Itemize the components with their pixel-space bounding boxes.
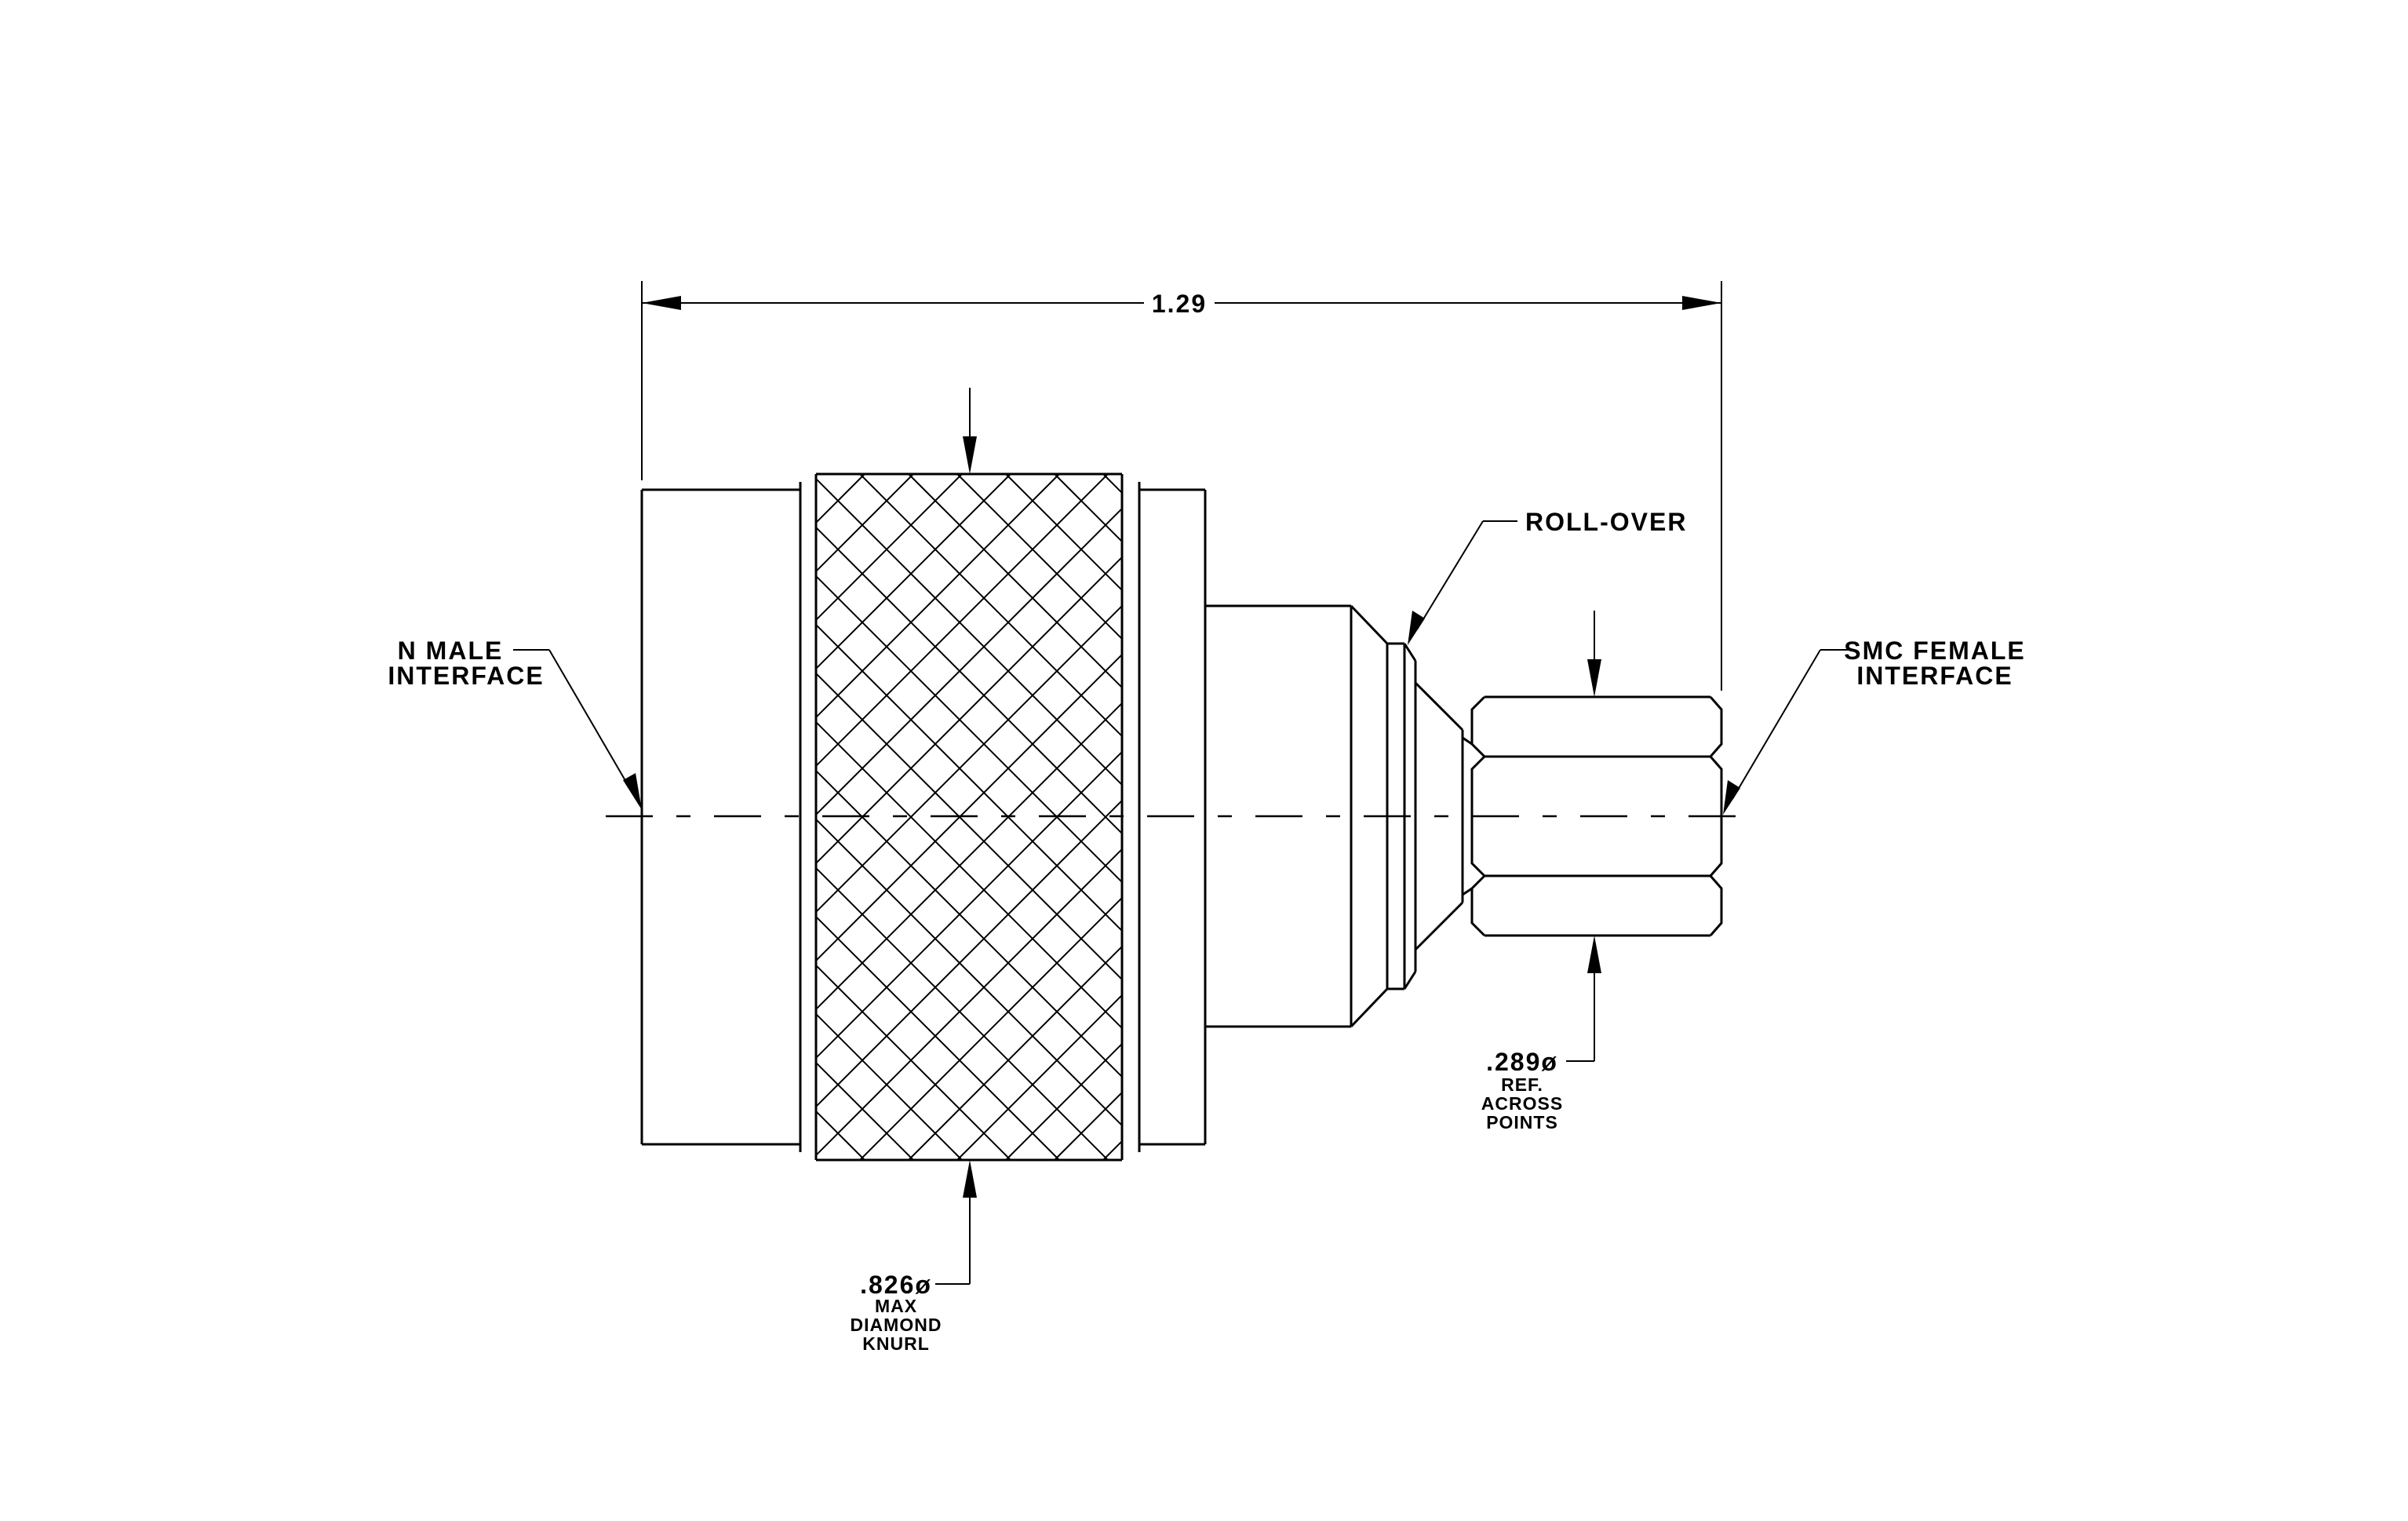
- knurl-hatch-line: [816, 473, 1109, 768]
- knurl-hatch-line: [816, 799, 1122, 1108]
- knurl-hatch-line: [1005, 1042, 1122, 1161]
- hex-note-ref: REF.: [1501, 1074, 1543, 1095]
- knurl-hatch-line: [1638, 474, 2324, 1160]
- knurl-hatch-line: [816, 1158, 817, 1160]
- knurl-hatch-line: [816, 1110, 865, 1161]
- knurl-hatch-line: [908, 473, 1122, 689]
- knurl-hatch-line: [816, 473, 963, 622]
- knurl-hatch-line: [816, 473, 914, 573]
- knurl-hatch-line: [1687, 474, 2373, 1160]
- knurl-hatch-line: [816, 507, 1122, 816]
- smc-female-label-line1: SMC FEMALE: [1844, 636, 2026, 665]
- n-male-label-line2: INTERFACE: [388, 662, 544, 690]
- hex-diameter-dimension: .289ø REF. ACROSS POINTS: [1481, 611, 1601, 1133]
- knurl-hatch-line: [816, 604, 1122, 914]
- knurl-hatch-line: [816, 473, 1060, 719]
- smc-female-callout: SMC FEMALE INTERFACE: [1723, 636, 2026, 815]
- knurl-hatch-line: [859, 473, 1122, 738]
- knurl-diameter-dimension: .826ø MAX DIAMOND KNURL: [851, 388, 977, 1354]
- hex-note-points: POINTS: [1486, 1112, 1558, 1133]
- knurl-note-knurl: KNURL: [862, 1333, 930, 1354]
- knurl-hatch-line: [816, 473, 1011, 670]
- knurl-hatch-line: [816, 964, 1011, 1161]
- knurl-hatch-line: [859, 896, 1122, 1161]
- knurl-hatch-line: [956, 473, 1122, 640]
- knurl-diameter-value: .826ø: [860, 1271, 932, 1299]
- knurl-note-max: MAX: [875, 1296, 917, 1316]
- knurl-hatch-line: [1736, 474, 2408, 1160]
- arrowhead-n-male: [623, 773, 642, 810]
- knurl-hatch-line: [816, 474, 817, 476]
- n-male-callout: N MALE INTERFACE: [388, 636, 642, 810]
- hex-note-across: ACROSS: [1481, 1093, 1563, 1114]
- knurl-hatch-line: [816, 477, 1122, 786]
- knurl-hatch-line: [1784, 474, 2408, 1160]
- knurl-hatch-line: [816, 1012, 963, 1161]
- knurl-hatch-line: [1736, 474, 2408, 1160]
- knurl-hatch-line: [816, 866, 1109, 1161]
- knurl-hatch-line: [1638, 474, 2324, 1160]
- roll-over-callout: ROLL-OVER: [1408, 508, 1687, 645]
- knurl-hatch-line: [1541, 474, 2227, 1160]
- arrowhead-left: [642, 296, 681, 310]
- arrowhead-knurl-bottom: [963, 1160, 977, 1198]
- knurl-hatch-line: [816, 915, 1060, 1161]
- knurl-hatch-line: [816, 848, 1122, 1157]
- knurl-hatch-line: [1687, 474, 2373, 1160]
- knurl-note-diamond: DIAMOND: [851, 1315, 942, 1335]
- overall-length-dimension: 1.29: [641, 281, 1722, 691]
- knurl-hatch-line: [1005, 473, 1122, 592]
- arrowhead-hex-bottom: [1587, 936, 1601, 973]
- knurl-hatch-line: [1541, 474, 2227, 1160]
- arrowhead-knurl-top: [963, 436, 977, 474]
- smc-female-label-line2: INTERFACE: [1856, 662, 2013, 690]
- overall-length-value: 1.29: [1152, 290, 1207, 318]
- knurl-hatch-line: [816, 818, 1122, 1127]
- knurl-hatch-line: [816, 1061, 914, 1161]
- knurl-hatch-line: [1784, 474, 2408, 1160]
- n-male-label-line1: N MALE: [398, 636, 504, 665]
- arrowhead-roll-over: [1408, 611, 1425, 645]
- arrowhead-smc-female: [1723, 780, 1740, 815]
- knurl-hatch-line: [908, 945, 1122, 1161]
- knurl-hatch-line: [816, 473, 865, 524]
- hex-diameter-value: .289ø: [1486, 1048, 1558, 1076]
- arrowhead-hex-top: [1587, 659, 1601, 697]
- roll-over-label: ROLL-OVER: [1525, 508, 1687, 536]
- arrowhead-right: [1682, 296, 1721, 310]
- knurl-hatch-line: [956, 994, 1122, 1161]
